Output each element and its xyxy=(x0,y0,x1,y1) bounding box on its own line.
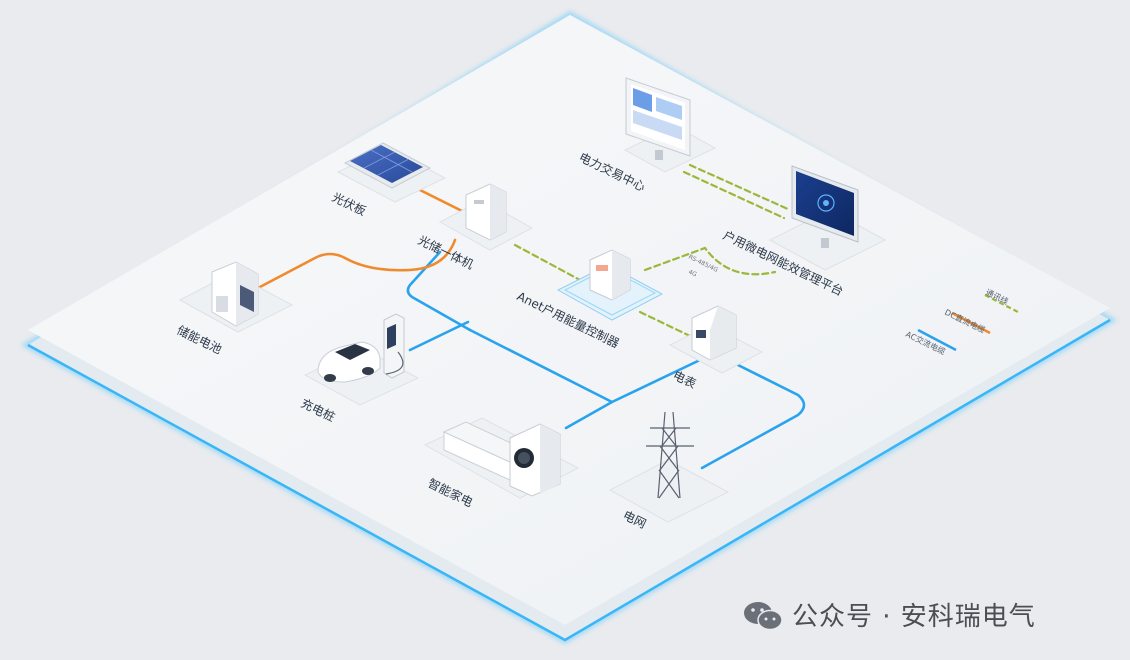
ac-inverter-to-node xyxy=(406,250,472,332)
label-link-protocol-2: 4G xyxy=(687,269,698,279)
energy-controller-device xyxy=(556,249,664,321)
charging-pile-device xyxy=(303,313,420,406)
smart-appliance-device xyxy=(423,417,580,499)
ac-bus-to-appliance xyxy=(564,400,614,430)
dc-pv-to-inverter xyxy=(418,188,468,215)
power-grid-device xyxy=(608,411,730,523)
dc-cables xyxy=(256,188,468,290)
legend-swatch-ac xyxy=(917,328,957,352)
comm-trading-to-platform-2 xyxy=(682,170,786,220)
wechat-icon xyxy=(744,601,783,630)
cloud-platform-device xyxy=(768,165,887,271)
pv-storage-inverter-device xyxy=(438,183,534,251)
meter-device xyxy=(668,305,764,374)
comm-trading-to-platform-1 xyxy=(688,163,792,212)
watermark: 公众号 · 安科瑞电气 xyxy=(742,596,1036,633)
storage-battery-device xyxy=(178,261,294,333)
comm-controller-to-meter xyxy=(638,310,692,338)
watermark-text: 公众号 · 安科瑞电气 xyxy=(792,602,1036,632)
pv-panel-device xyxy=(336,142,447,203)
legend-swatch-dc xyxy=(951,311,991,335)
ac-meter-to-grid xyxy=(700,363,806,470)
comm-lines xyxy=(513,163,792,338)
trading-center-device xyxy=(623,77,717,173)
comm-inverter-to-controller xyxy=(513,243,582,282)
legend-swatch-communication xyxy=(984,294,1021,314)
ac-charger-link xyxy=(408,320,470,352)
platform xyxy=(21,10,1118,645)
dc-inverter-to-battery xyxy=(256,238,457,290)
comm-controller-to-platform xyxy=(643,246,777,276)
ac-cables xyxy=(406,250,806,470)
